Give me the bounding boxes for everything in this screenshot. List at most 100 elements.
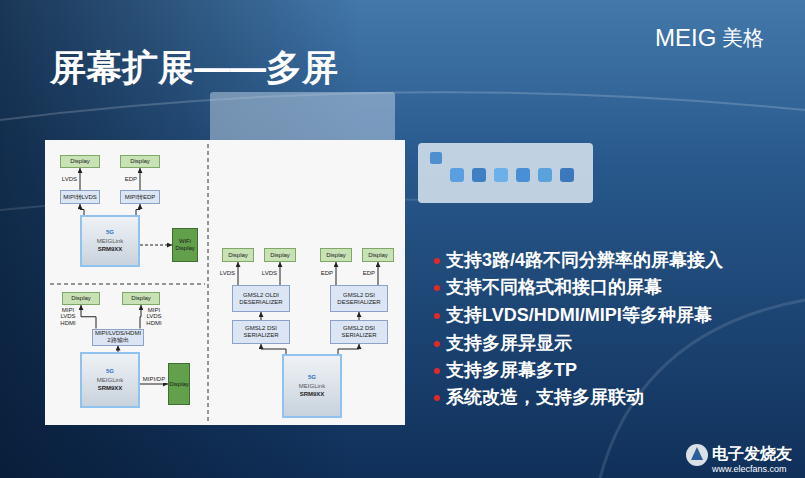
bullet-text: 系统改造，支持多屏联动 [446,387,644,408]
bullet-dot [434,341,440,347]
module-board: 5G MEIGLinkSRM9XX [282,354,342,418]
connector [378,262,379,285]
display-box: Display [264,248,296,262]
box-label: Display [169,381,189,388]
converter-box: MIPI转EDP [120,190,160,204]
connector [136,204,140,215]
connector [140,384,168,385]
signal-label: LVDS [219,270,236,277]
converter-box: GMSL2 DSI SERIALIZER [330,320,388,344]
box-label: Display [368,252,388,259]
display-box: Display [222,248,254,262]
connector [81,305,96,329]
box-label: MIPI/LVDS/HDMI 2路输出 [95,330,141,343]
signal-label: MIPI LVDS HDMI [143,307,165,327]
display-box: Display [362,248,394,262]
watermark-text: 电子发烧友 [712,445,792,463]
display-box: Display [62,292,100,305]
signal-label: MIPI LVDS HDMI [57,307,79,327]
display-box: Display [120,155,160,168]
connector [261,312,262,320]
module-board: 5G MEIGLinkSRM9XX [80,215,140,267]
app-icon [472,168,486,182]
console-screen [418,143,593,203]
divider-line [208,144,209,421]
bullet-dot [434,395,440,401]
bullet-text: 支持多屏异显示 [446,333,572,354]
logo-text: MEIG [655,24,716,52]
box-label: Display [270,252,290,259]
dashboard-line [0,92,805,120]
connector [261,344,286,354]
bullet-text: 支持LVDS/HDMI/MIPI等多种屏幕 [446,305,712,326]
box-label: Display [326,252,346,259]
board-marking: SRM9XX [98,246,123,253]
app-icon [538,168,552,182]
signal-label: MIPI/DP [142,376,166,383]
signal-label: LVDS [261,270,278,277]
display-box: Display [60,155,100,168]
watermark-icon [686,444,708,466]
app-icon [560,168,574,182]
board-marking: MEIGLink [97,238,123,245]
converter-box: MIPI转LVDS [60,190,100,204]
app-icon [494,168,508,182]
box-label: WiFi Display [175,238,195,251]
signal-label: EDP [362,270,376,277]
box-label: GMSL2 DSI SERIALIZER [235,325,287,338]
display-box: Display [320,248,352,262]
connector [140,245,172,246]
board-marking: MEIGLink [97,377,123,384]
divider-line [50,284,205,285]
box-label: Display [71,295,91,302]
converter-box: MIPI/LVDS/HDMI 2路输出 [92,329,144,346]
connector [140,305,141,329]
bullet-dot [434,285,440,291]
display-box: Display [168,363,190,405]
connector [80,204,84,215]
converter-box: GMSL2 DSI SERIALIZER [232,320,290,344]
watermark-icon [691,447,703,460]
converter-box: GMSL2 DSI DESERIALIZER [330,285,388,312]
bullet-text: 支持3路/4路不同分辨率的屏幕接入 [446,250,723,271]
board-marking: MEIGLink [299,383,325,390]
module-board: 5G MEIGLinkSRM9XX [80,352,140,408]
connector [140,168,141,190]
box-label: GMSL2 DSI DESERIALIZER [333,292,385,305]
connector [336,262,337,285]
board-marking: SRM9XX [98,385,123,392]
converter-box: GMSL2 OLDI DESERIALIZER [232,285,290,312]
box-label: GMSL2 DSI SERIALIZER [333,325,385,338]
box-label: Display [228,252,248,259]
connector [80,168,81,190]
bullet-dot [434,258,440,264]
app-icon [430,152,442,164]
bullet-text: 支持多屏幕多TP [446,360,577,381]
bullet-text: 支持不同格式和接口的屏幕 [446,277,662,298]
app-icon [516,168,530,182]
connector [238,262,239,285]
board-marking: 5G [308,374,316,381]
signal-label: EDP [320,270,334,277]
slide-title: 屏幕扩展——多屏 [50,44,338,93]
box-label: Display [70,158,90,165]
diagram-panel [45,140,405,425]
board-marking: 5G [106,368,114,375]
box-label: Display [130,158,150,165]
board-marking: 5G [106,229,114,236]
logo-text: 美格 [722,26,764,50]
connector [359,312,360,320]
display-box: Display [122,292,160,305]
connector [280,262,281,285]
signal-label: EDP [124,176,138,183]
signal-label: LVDS [61,176,78,183]
board-marking: SRM9XX [300,391,325,398]
box-label: GMSL2 OLDI DESERIALIZER [235,292,287,305]
app-icon [450,168,464,182]
box-label: MIPI转LVDS [63,194,97,201]
bullet-dot [434,368,440,374]
bullet-dot [434,313,440,319]
dashboard-screen [210,92,395,144]
